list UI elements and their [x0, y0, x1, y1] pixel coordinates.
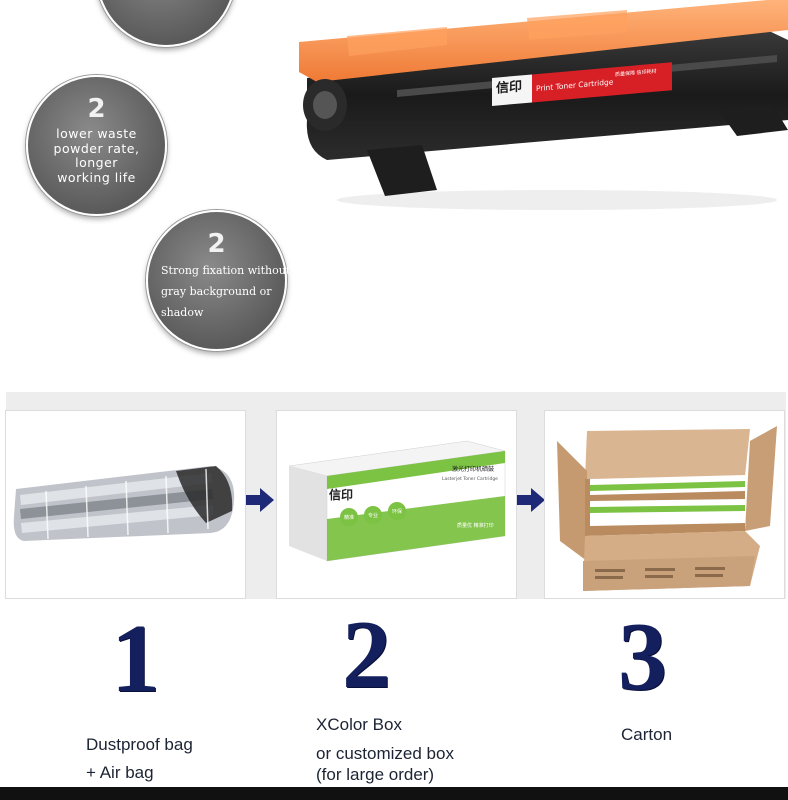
step-label-2: XColor Box or customized box (for large …	[316, 714, 454, 785]
step-label-3: Carton	[621, 725, 673, 744]
step-label-line: (for large order)	[316, 765, 435, 784]
step-number-2: 2	[342, 601, 391, 709]
step-label-1: Dustproof bag + Air bag	[86, 731, 193, 787]
airbag-photo-frame	[5, 410, 246, 599]
arrow-right-icon	[517, 488, 545, 512]
feature-text-line: shadow	[161, 306, 204, 319]
step-label-line: XColor Box	[316, 715, 402, 734]
step-label-line: or customized box	[316, 744, 454, 763]
box-badge: 专业	[368, 512, 378, 519]
feature-number: 2	[207, 229, 226, 259]
step-number-3: 3	[618, 603, 667, 711]
box-brand: 信印	[329, 487, 353, 502]
feature-text: lower waste powder rate, longer working …	[28, 126, 165, 185]
step-number-1: 1	[111, 605, 160, 713]
feature-text-line: gray background or	[161, 285, 272, 298]
feature-text-line: working life	[57, 169, 136, 185]
feature-circle-partial	[96, 0, 236, 47]
carton-photo-frame	[544, 410, 785, 599]
cartridge-brand: 信印	[496, 78, 522, 96]
cartridge-label-small: 质量保障 信印耗材	[615, 68, 657, 79]
feature-circle-waste: 2 lower waste powder rate, longer workin…	[26, 75, 167, 216]
color-box-photo-frame: 信印 激光打印机硒鼓 Lasterjet Toner Cartridge 精准 …	[276, 410, 517, 599]
color-box-image: 信印 激光打印机硒鼓 Lasterjet Toner Cartridge 精准 …	[288, 440, 506, 562]
box-footer: 质量优 精准打印	[457, 522, 494, 529]
bottom-strip	[0, 787, 788, 800]
airbag-image	[13, 466, 235, 541]
feature-text-line: longer	[75, 155, 118, 170]
step-label-line: Dustproof bag	[86, 735, 193, 754]
feature-text-line: powder rate,	[53, 140, 140, 156]
box-badge: 精准	[344, 514, 354, 521]
feature-text-line: lower waste	[56, 126, 137, 141]
feature-circle-fixation: 2 Strong fixation without gray backgroun…	[146, 210, 290, 351]
step-label-line: + Air bag	[86, 763, 154, 782]
box-title-en: Lasterjet Toner Cartridge	[442, 476, 498, 482]
feature-text: Strong fixation without gray background …	[161, 260, 291, 323]
arrow-right-icon	[246, 488, 274, 512]
box-badge: 环保	[392, 508, 402, 515]
carton-image	[557, 426, 777, 591]
toner-cartridge-image: 信印 Print Toner Cartridge 质量保障 信印耗材	[299, 0, 788, 210]
box-title-cn: 激光打印机硒鼓	[452, 465, 494, 473]
feature-number: 2	[87, 94, 106, 124]
feature-text-line: Strong fixation without	[161, 264, 291, 277]
